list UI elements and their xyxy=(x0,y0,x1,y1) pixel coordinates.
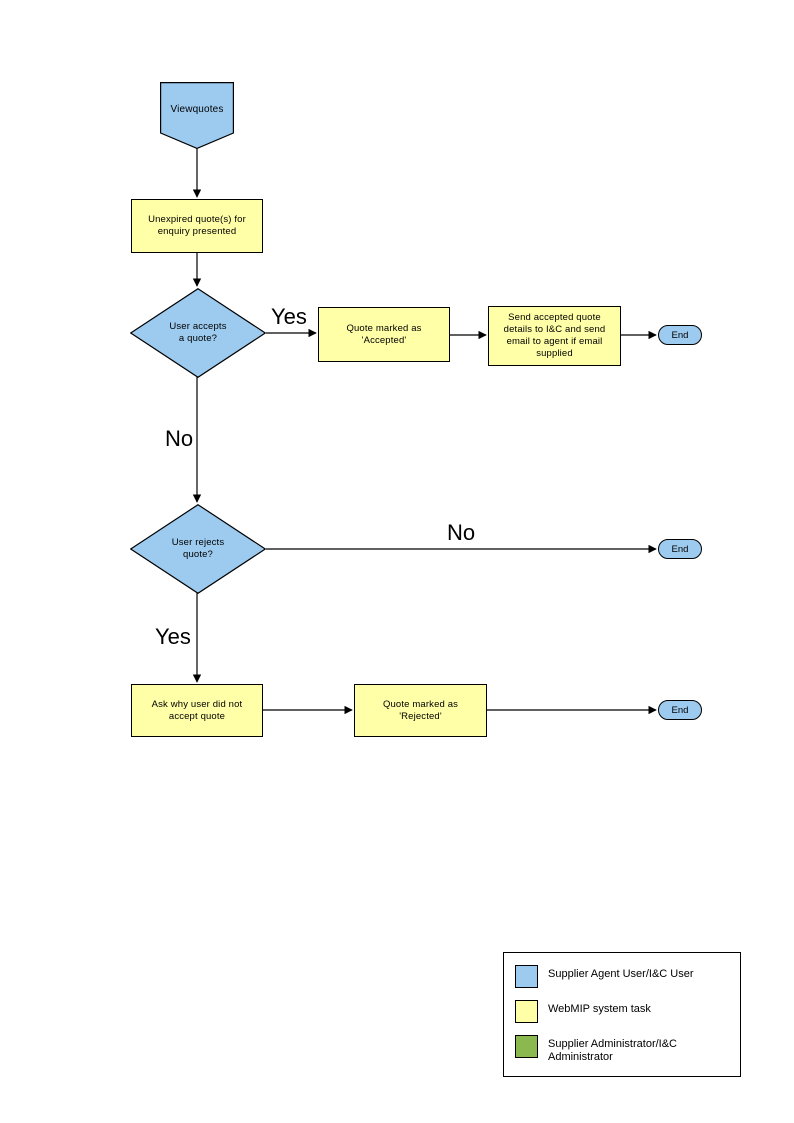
node-ask-why-not-accepted[interactable]: Ask why user did not accept quote xyxy=(131,684,263,737)
node-quote-marked-accepted-label: Quote marked as 'Accepted' xyxy=(346,322,422,346)
legend-label-supplier-agent-user: Supplier Agent User/I&C User xyxy=(548,968,694,980)
legend-panel: Supplier Agent User/I&C User WebMIP syst… xyxy=(503,952,741,1077)
node-quote-marked-rejected[interactable]: Quote marked as 'Rejected' xyxy=(354,684,487,737)
node-end-accepted-label: End xyxy=(671,329,689,341)
legend-item-webmip-system-task: WebMIP system task xyxy=(515,1000,730,1023)
legend-swatch-yellow xyxy=(515,1000,538,1023)
legend-label-webmip-system-task: WebMIP system task xyxy=(548,1003,651,1015)
node-quote-marked-accepted[interactable]: Quote marked as 'Accepted' xyxy=(318,307,450,362)
node-send-accepted-details[interactable]: Send accepted quote details to I&C and s… xyxy=(488,306,621,366)
node-start-viewquotes[interactable]: Viewquotes xyxy=(160,82,234,149)
legend-swatch-blue xyxy=(515,965,538,988)
start-shape xyxy=(160,82,234,149)
edge-label-reject-no: No xyxy=(447,520,476,545)
node-end-no-reject[interactable]: End xyxy=(658,539,702,559)
legend-item-supplier-administrator: Supplier Administrator/I&C Administrator xyxy=(515,1035,730,1064)
decision-shape xyxy=(130,504,266,594)
edge-label-accept-yes: Yes xyxy=(271,304,307,329)
decision-shape xyxy=(130,288,266,378)
legend-swatch-green xyxy=(515,1035,538,1058)
node-end-rejected[interactable]: End xyxy=(658,700,702,720)
node-quote-marked-rejected-label: Quote marked as 'Rejected' xyxy=(382,698,459,722)
edge-label-accept-no: No xyxy=(165,426,194,451)
node-unexpired-quotes[interactable]: Unexpired quote(s) for enquiry presented xyxy=(131,199,263,253)
edge-label-reject-yes: Yes xyxy=(155,624,191,649)
legend-label-supplier-administrator: Supplier Administrator/I&C Administrator xyxy=(548,1038,677,1063)
node-unexpired-quotes-label: Unexpired quote(s) for enquiry presented xyxy=(148,214,246,237)
node-end-no-reject-label: End xyxy=(671,543,689,555)
node-send-accepted-details-label: Send accepted quote details to I&C and s… xyxy=(503,312,606,359)
legend-item-supplier-agent-user: Supplier Agent User/I&C User xyxy=(515,965,730,988)
node-ask-why-not-accepted-label: Ask why user did not accept quote xyxy=(151,698,243,722)
node-end-rejected-label: End xyxy=(671,704,689,716)
node-decision-user-rejects[interactable]: User rejects quote? xyxy=(130,504,266,594)
node-end-accepted[interactable]: End xyxy=(658,325,702,345)
node-decision-user-accepts[interactable]: User accepts a quote? xyxy=(130,288,266,378)
